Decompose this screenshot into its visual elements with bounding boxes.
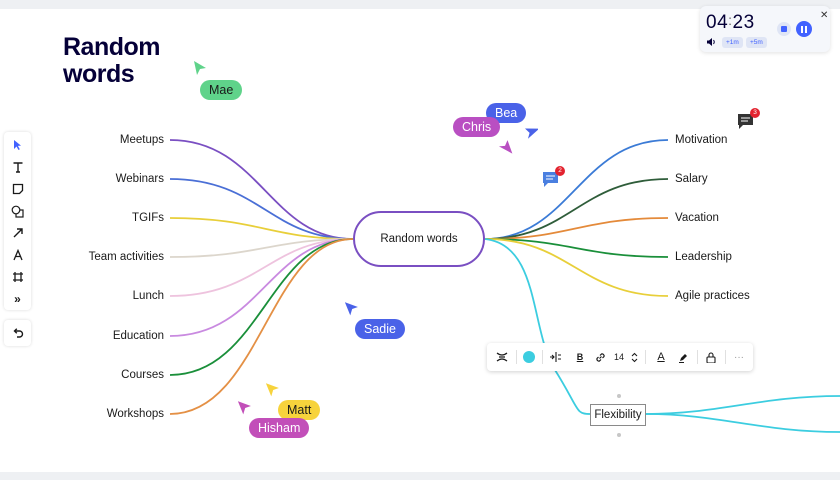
connector-left-4: [169, 238, 354, 297]
node-education[interactable]: Education: [112, 330, 164, 342]
connector-flexibility-child-1: [645, 395, 840, 415]
node-motivation[interactable]: Motivation: [675, 134, 728, 146]
more-options-icon[interactable]: ···: [734, 351, 744, 363]
cursor-chris-icon: [498, 140, 513, 154]
timer-widget: 04:23 +1m +5m: [700, 6, 830, 52]
top-strip: [0, 0, 840, 9]
node-flexibility-label: Flexibility: [594, 409, 642, 421]
connector-right-1: [484, 178, 669, 240]
connector-right-4: [484, 238, 669, 297]
collaborator-tag-hisham: Hisham: [249, 418, 310, 438]
lock-icon[interactable]: [701, 343, 721, 371]
connector-right-3: [484, 238, 669, 258]
align-icon[interactable]: [544, 343, 566, 371]
connector-left-2: [169, 217, 354, 240]
comment-thread-2[interactable]: 3: [737, 108, 760, 135]
connector-flexibility: [484, 238, 591, 415]
timer-seconds: 23: [732, 12, 755, 33]
cursor-matt-icon: [266, 383, 279, 397]
node-flexibility[interactable]: Flexibility: [590, 404, 646, 426]
collaborator-tag-bea: Bea: [486, 103, 527, 123]
connector-left-6: [169, 238, 354, 376]
comment-count-badge: 2: [555, 166, 565, 176]
undo-button[interactable]: [4, 320, 31, 346]
connector-left-3: [169, 238, 354, 258]
font-size-value[interactable]: 14: [613, 352, 624, 362]
collaborator-tag-matt: Matt: [278, 400, 321, 420]
connection-line-icon[interactable]: [4, 222, 31, 244]
connector-right-0: [484, 139, 669, 240]
connector-left-5: [169, 238, 354, 337]
comment-thread-1[interactable]: 2: [542, 166, 565, 193]
connector-left-1: [169, 178, 354, 240]
toolbar-divider: [645, 350, 646, 364]
toolbar-divider: [725, 350, 726, 364]
volume-icon[interactable]: [706, 37, 717, 47]
node-courses[interactable]: Courses: [121, 369, 164, 381]
resize-handle-top[interactable]: [617, 394, 621, 398]
context-toolbar: B 14 A ···: [487, 343, 753, 371]
text-tool-icon[interactable]: [4, 156, 31, 178]
toolbar-divider: [542, 350, 543, 364]
connector-left-0: [169, 139, 354, 240]
stop-icon: [781, 26, 787, 32]
collaborator-tag-mae: Mae: [200, 80, 243, 100]
undo-icon: [12, 328, 23, 338]
collaborator-tag-sadie: Sadie: [355, 319, 405, 339]
fill-color-button[interactable]: [518, 343, 540, 371]
root-node[interactable]: Random words: [353, 211, 485, 267]
pause-icon: [801, 25, 807, 33]
node-vacation[interactable]: Vacation: [675, 212, 719, 224]
node-salary[interactable]: Salary: [675, 173, 708, 185]
frame-icon[interactable]: [4, 266, 31, 288]
toolbar-divider: [516, 350, 517, 364]
node-agile-practices[interactable]: Agile practices: [675, 290, 750, 302]
mindmap-layout-icon[interactable]: [491, 343, 513, 371]
timer-minutes: 04: [706, 12, 729, 33]
timer-display: 04:23: [706, 12, 755, 33]
text-color-icon[interactable]: A: [657, 351, 665, 363]
node-tgifs[interactable]: TGIFs: [132, 212, 164, 224]
shapes-icon[interactable]: [4, 200, 31, 222]
node-lunch[interactable]: Lunch: [132, 290, 164, 302]
connector-right-2: [484, 217, 669, 240]
add-5-minutes-button[interactable]: +5m: [746, 37, 767, 48]
pause-timer-button[interactable]: [796, 21, 812, 37]
bottom-strip: [0, 472, 840, 480]
connector-left-7: [169, 238, 354, 415]
stop-timer-button[interactable]: [777, 22, 791, 36]
comment-count-badge: 3: [750, 108, 760, 118]
cursor-hisham-icon: [238, 401, 251, 415]
link-icon[interactable]: [591, 343, 609, 371]
cursor-bea-icon: [524, 128, 538, 139]
node-leadership[interactable]: Leadership: [675, 251, 732, 263]
comment-icon: [738, 114, 753, 129]
cursor-mae-icon: [194, 61, 206, 75]
bold-icon[interactable]: B: [576, 352, 584, 362]
pen-icon[interactable]: [4, 244, 31, 266]
node-webinars[interactable]: Webinars: [115, 173, 164, 185]
board-title[interactable]: Random words: [63, 33, 161, 88]
more-tools-icon[interactable]: »: [14, 292, 21, 306]
resize-handle-bottom[interactable]: [617, 433, 621, 437]
toolbar-divider: [697, 350, 698, 364]
node-meetups[interactable]: Meetups: [119, 134, 164, 146]
select-tool-icon[interactable]: [4, 134, 31, 156]
fill-color-swatch: [523, 351, 535, 363]
node-team-activities[interactable]: Team activities: [88, 251, 164, 263]
root-node-label: Random words: [380, 233, 458, 245]
connector-flexibility-child-2: [645, 413, 840, 433]
collaborator-tag-chris: Chris: [453, 117, 501, 137]
node-workshops[interactable]: Workshops: [106, 408, 164, 420]
add-1-minute-button[interactable]: +1m: [722, 37, 743, 48]
font-size-stepper-icon[interactable]: [628, 343, 640, 371]
cursor-sadie-icon: [345, 302, 358, 316]
highlight-icon[interactable]: [673, 343, 693, 371]
close-timer-icon[interactable]: ✕: [820, 10, 829, 21]
left-toolbar: »: [4, 132, 31, 310]
sticky-note-icon[interactable]: [4, 178, 31, 200]
comment-icon: [543, 172, 558, 187]
